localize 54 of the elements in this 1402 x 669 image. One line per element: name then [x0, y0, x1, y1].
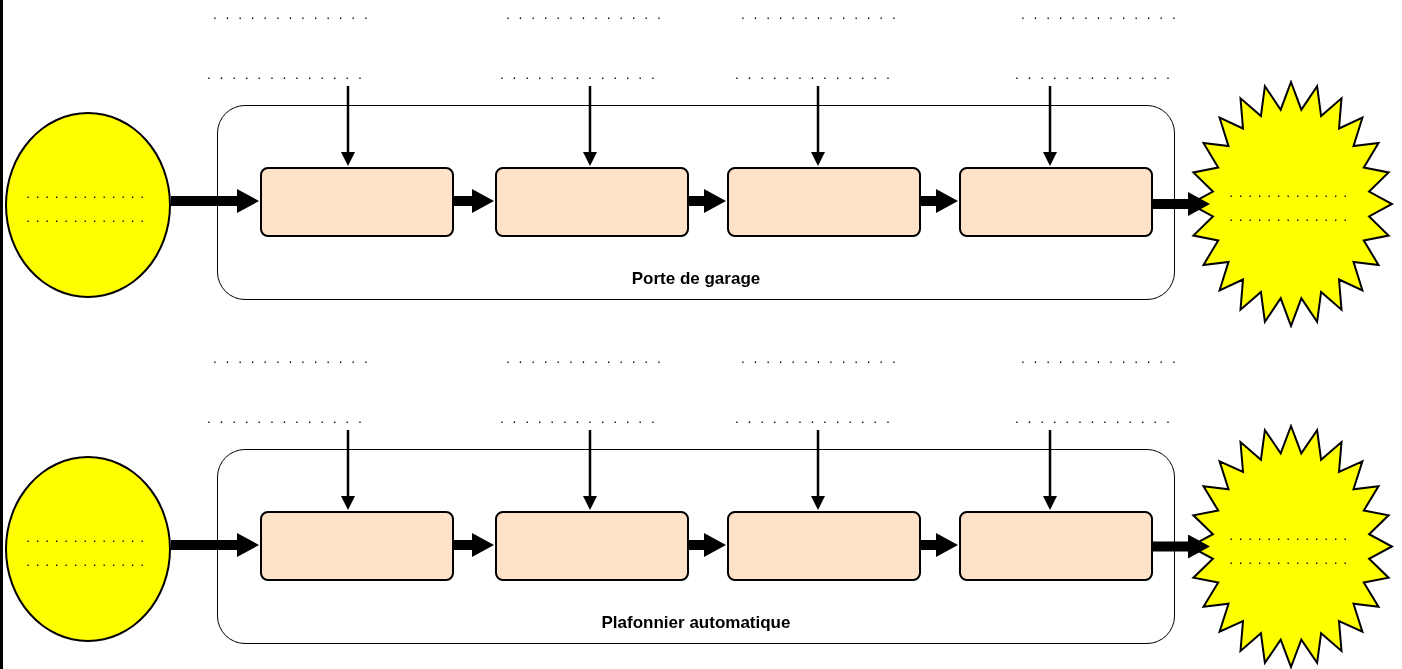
fill-in-line: ............. [26, 552, 150, 570]
fill-in-line: . . . . . . . . . . . . . [741, 349, 899, 368]
system-boundary [217, 105, 1175, 300]
fill-in-line: . . . . . . . . . . . . . [506, 5, 664, 24]
arrow [171, 533, 259, 557]
fill-in-line: . . . . . . . . . . . . . [207, 64, 385, 84]
arrow [920, 189, 958, 213]
fill-in-line: . . . . . . . . . . . . . [735, 64, 913, 84]
fill-in-line: . . . . . . . . . . . . . [1015, 408, 1193, 428]
arrow [811, 430, 825, 510]
arrow [1043, 430, 1057, 510]
system-boundary [217, 449, 1175, 644]
fill-in-line: . . . . . . . . . . . . . [506, 349, 664, 368]
arrow [341, 86, 355, 166]
fill-in-line: ............. [26, 184, 150, 202]
fill-in-line: ............. [1229, 549, 1353, 568]
process-box [727, 167, 921, 237]
fill-in-line: . . . . . . . . . . . . . [213, 349, 371, 368]
arrow [811, 86, 825, 166]
fill-in-line: . . . . . . . . . . . . . [207, 408, 385, 428]
arrow [1043, 86, 1057, 166]
process-box [495, 511, 689, 581]
fill-in-line: . . . . . . . . . . . . . [500, 64, 678, 84]
process-box [495, 167, 689, 237]
system-title: Plafonnier automatique [600, 611, 792, 634]
fill-in-line: ............. [1229, 525, 1353, 544]
process-box [959, 511, 1153, 581]
fill-in-line: ............. [26, 208, 150, 226]
fill-in-line: . . . . . . . . . . . . . [1015, 64, 1193, 84]
arrow [171, 189, 259, 213]
arrow [1152, 534, 1210, 559]
arrow [688, 189, 726, 213]
fill-in-line: . . . . . . . . . . . . . [1021, 5, 1179, 24]
arrow [583, 430, 597, 510]
arrow [453, 189, 494, 213]
fill-in-line: . . . . . . . . . . . . . [213, 5, 371, 24]
fill-in-line: . . . . . . . . . . . . . [1021, 349, 1179, 368]
fill-in-line: . . . . . . . . . . . . . [735, 408, 913, 428]
process-box [260, 511, 454, 581]
process-box [959, 167, 1153, 237]
arrow [583, 86, 597, 166]
fill-in-line: ............. [1229, 183, 1353, 201]
process-box [727, 511, 921, 581]
arrow [341, 430, 355, 510]
arrow [688, 533, 726, 557]
system-title: Porte de garage [630, 267, 762, 290]
process-box [260, 167, 454, 237]
fill-in-line: . . . . . . . . . . . . . [741, 5, 899, 24]
arrow [920, 533, 958, 557]
arrow [1152, 192, 1210, 216]
fill-in-line: ............. [26, 528, 150, 546]
fill-in-line: ............. [1229, 207, 1353, 225]
fill-in-line: . . . . . . . . . . . . . [500, 408, 678, 428]
arrow [453, 533, 494, 557]
